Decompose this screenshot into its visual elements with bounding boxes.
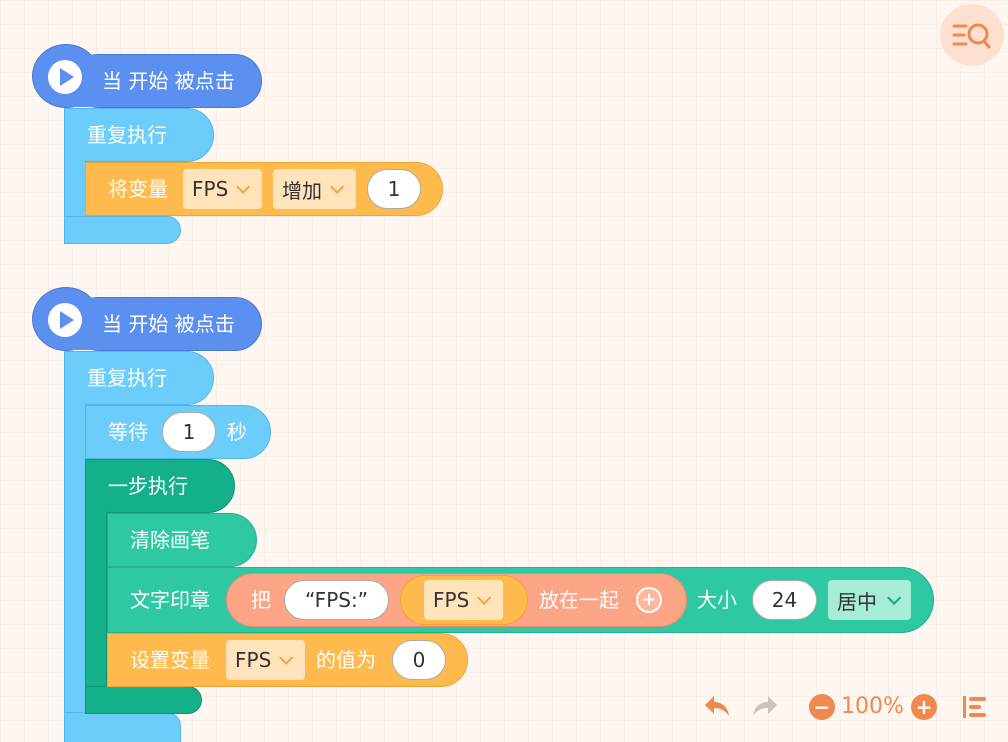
join-suffix: 放在一起: [539, 588, 619, 612]
repeat-block-1-foot: [64, 216, 181, 244]
repeat-block-1-arm[interactable]: [64, 108, 214, 162]
set-variable-input[interactable]: 0: [392, 640, 446, 680]
variable-reporter-dropdown[interactable]: FPS: [424, 580, 503, 620]
wait-seconds-input[interactable]: 1: [162, 412, 216, 452]
wait-label: 等待: [108, 420, 148, 444]
change-variable-label: 将变量: [108, 177, 168, 201]
chevron-down-icon: [477, 590, 492, 605]
text-stamp-label: 文字印章: [130, 588, 210, 612]
operation-dropdown-value: 增加: [282, 178, 322, 203]
size-input[interactable]: 24: [752, 580, 817, 620]
repeat-label: 重复执行: [87, 123, 167, 147]
change-amount-input[interactable]: 1: [367, 169, 421, 209]
repeat-block-2-side: [64, 403, 86, 715]
set-variable-dropdown[interactable]: FPS: [226, 640, 305, 680]
repeat-label: 重复执行: [87, 366, 167, 390]
clear-pen-block[interactable]: [107, 513, 257, 567]
zoom-level: 100%: [841, 694, 904, 719]
search-list-button[interactable]: [940, 4, 1004, 66]
variable-dropdown[interactable]: FPS: [183, 169, 262, 209]
chevron-down-icon: [236, 179, 251, 194]
search-list-icon: [952, 23, 991, 49]
when-start-clicked-hat[interactable]: [72, 54, 262, 108]
operation-dropdown[interactable]: 增加: [273, 169, 356, 209]
plus-icon[interactable]: +: [636, 587, 662, 613]
size-label: 大小: [697, 588, 737, 612]
align-dropdown-value: 居中: [837, 589, 877, 614]
arrange-blocks-icon[interactable]: [961, 694, 989, 720]
step-execute-label: 一步执行: [108, 474, 188, 498]
chevron-down-icon: [887, 590, 902, 605]
set-variable-value: FPS: [235, 648, 272, 672]
wait-unit: 秒: [227, 420, 247, 444]
variable-dropdown-value: FPS: [192, 177, 229, 201]
join-prefix: 把: [251, 588, 271, 612]
zoom-in-icon[interactable]: +: [911, 694, 937, 720]
string-input[interactable]: “FPS:”: [284, 580, 389, 620]
step-execute-side: [85, 511, 107, 689]
chevron-down-icon: [279, 650, 294, 665]
align-dropdown[interactable]: 居中: [828, 580, 911, 620]
zoom-out-icon[interactable]: −: [809, 694, 835, 720]
hat-label: 当 开始 被点击: [102, 69, 235, 93]
play-icon[interactable]: [48, 303, 82, 337]
play-icon[interactable]: [48, 60, 82, 94]
repeat-block-2-arm[interactable]: [64, 351, 214, 405]
undo-icon[interactable]: [702, 693, 732, 719]
step-execute-arm[interactable]: [85, 459, 235, 513]
variable-reporter-value: FPS: [433, 588, 470, 612]
set-variable-label: 设置变量: [130, 648, 210, 672]
redo-icon[interactable]: [750, 693, 780, 719]
hat-label: 当 开始 被点击: [102, 312, 235, 336]
repeat-block-2-foot: [64, 712, 181, 742]
repeat-block-1-side: [64, 160, 86, 220]
chevron-down-icon: [330, 179, 345, 194]
clear-pen-label: 清除画笔: [130, 528, 210, 552]
step-execute-foot: [85, 686, 202, 714]
set-variable-mid: 的值为: [316, 648, 376, 672]
